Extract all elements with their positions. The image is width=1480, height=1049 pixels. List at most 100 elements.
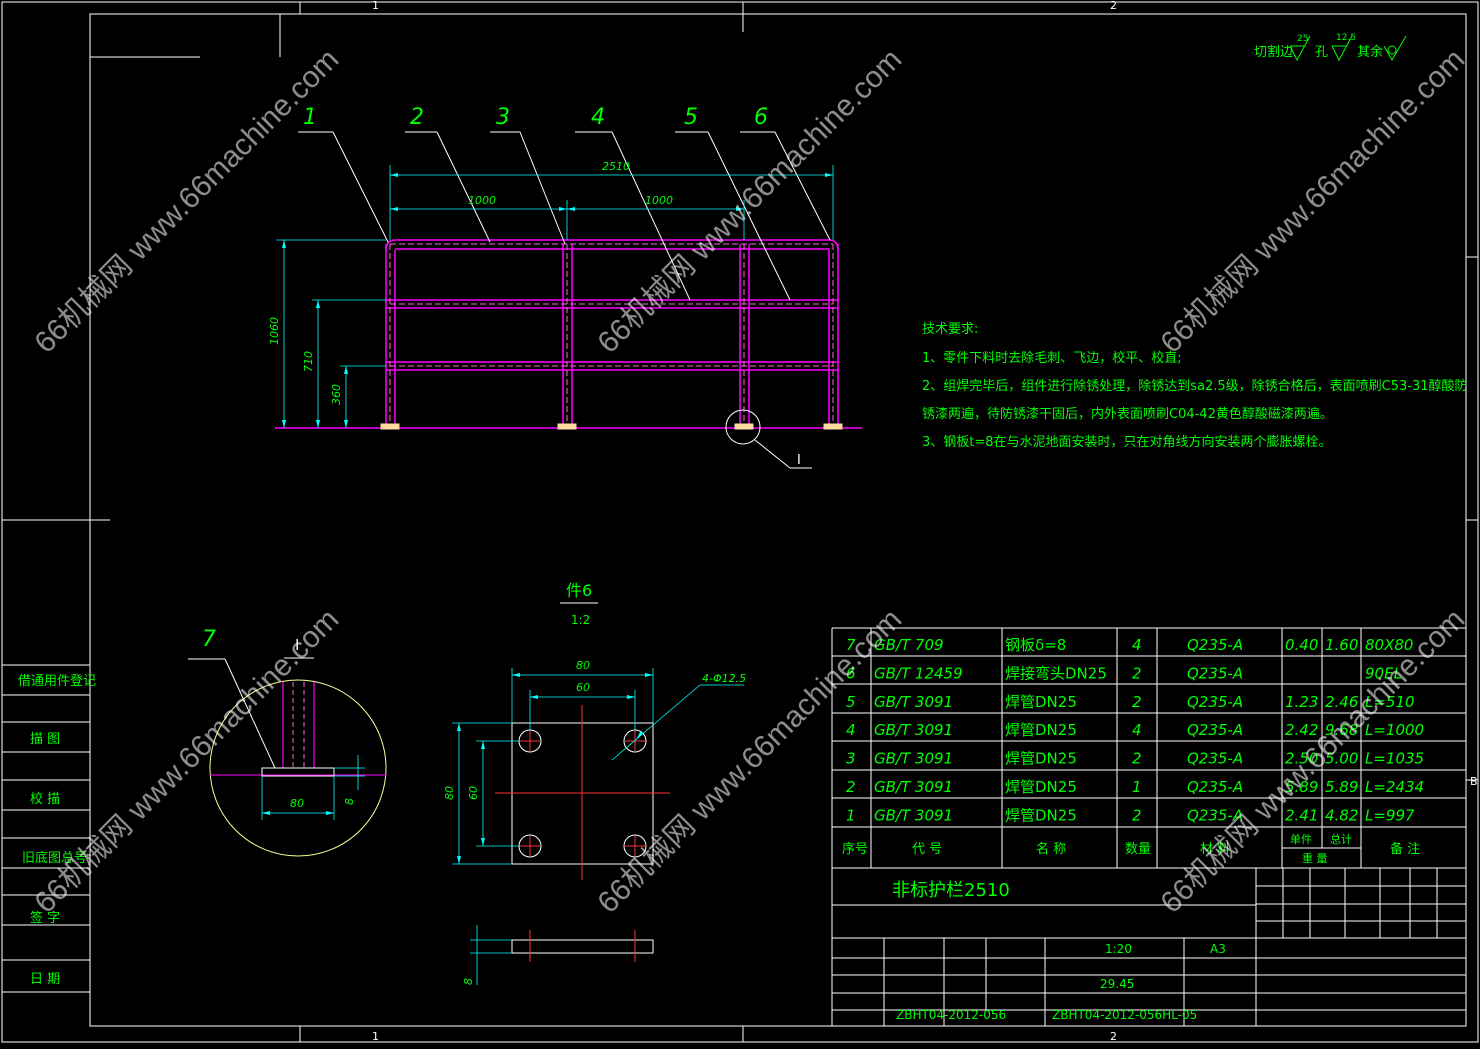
bom-cell-note: L=1035 [1365, 750, 1424, 768]
bom-cell-qty: 2 [1132, 750, 1142, 768]
main-dim-arrows [282, 173, 833, 428]
bom-cell-code: GB/T 3091 [874, 721, 953, 739]
bom-cell-total: 2.46 [1325, 693, 1358, 711]
zone-top-2: 2 [1110, 0, 1117, 12]
bom-header: 序号 代 号 名 称 数量 材 料 单件 总计 重 量 备 注 [842, 832, 1420, 865]
main-dim-texts: 2510 1000 1000 1060 710 360 [268, 160, 673, 405]
left-sidebar [2, 664, 90, 993]
sidebar-label-3: 校 描 [30, 791, 60, 807]
bom-header-weight: 重 量 [1302, 851, 1328, 865]
railing-elevation: I [275, 239, 862, 469]
bom-grid [831, 627, 1466, 1026]
bom-cell-name: 钢板δ=8 [1005, 636, 1066, 654]
sidebar-label-5: 签 字 [30, 910, 60, 926]
bom-header-qty: 数量 [1125, 842, 1151, 857]
tech-req-item-3: 锈漆两遍，待防锈漆干固后，内外表面喷刷C04-42黄色醇酸磁漆两遍。 [922, 406, 1333, 422]
tech-req-item-1: 1、零件下料时去除毛刺、飞边，校平、校直; [922, 350, 1182, 366]
bom-cell-total: 5.89 [1325, 778, 1358, 796]
roughness-hole-label: 孔 [1315, 45, 1328, 60]
dim-h2: 710 [302, 351, 315, 372]
bom-cell-name: 焊管DN25 [1005, 750, 1077, 768]
bom-cell-material: Q235-A [1187, 750, 1243, 768]
bom-cell-note: L=2434 [1365, 778, 1424, 796]
bom-cell-name: 焊管DN25 [1005, 806, 1077, 824]
bom-cell-qty: 2 [1132, 806, 1142, 824]
tech-req-item-4: 3、钢板t=8在与水泥地面安装时，只在对角线方向安装两个膨胀螺栓。 [922, 434, 1332, 450]
bom-cell-no: 5 [846, 693, 856, 711]
title-block-part-no: ZBHT04-2012-056HL-05 [1052, 1008, 1197, 1022]
bom-cell-unit: 0.40 [1285, 636, 1318, 654]
bom-cell-qty: 4 [1132, 721, 1142, 739]
part6-scale: 1:2 [571, 613, 590, 627]
bom-cell-unit: 1.23 [1285, 693, 1318, 711]
part6-hole-note: 4-Φ12.5 [702, 672, 746, 685]
sidebar-label-2: 描 图 [30, 732, 60, 747]
bom-cell-no: 3 [846, 750, 856, 768]
part6-dim-v-inner: 60 [467, 786, 480, 800]
bom-cell-total: 9.68 [1325, 721, 1358, 739]
bom-cell-code: GB/T 3091 [874, 750, 953, 768]
part6-dim-inner: 60 [576, 681, 590, 694]
bom-cell-material: Q235-A [1187, 664, 1243, 682]
title-block-name: 非标护栏2510 [892, 880, 1010, 901]
detail-title: I [295, 636, 299, 654]
roughness-cut-label: 切割边 [1254, 44, 1293, 60]
bom-cell-no: 4 [846, 721, 856, 739]
sidebar-label-1: 借通用件登记 [18, 674, 96, 689]
bom-cell-total: 1.60 [1325, 636, 1358, 654]
bom-cell-note: L=510 [1365, 693, 1415, 711]
title-block-text: 非标护栏2510 1:20 A3 29.45 ZBHT04-2012-056 Z… [892, 880, 1226, 1022]
bom-cell-unit: 5.89 [1285, 778, 1318, 796]
bom-cell-qty: 1 [1132, 778, 1142, 796]
bom-cell-code: GB/T 12459 [874, 664, 963, 682]
roughness-symbols: 切割边 25 孔 12.5 其余 [1254, 33, 1407, 62]
bom-cell-name: 焊管DN25 [1005, 721, 1077, 739]
bom-header-unit: 单件 [1290, 833, 1312, 846]
zone-top-1: 1 [372, 0, 379, 12]
callout-labels: 1 2 3 4 5 6 [303, 105, 768, 130]
bom-cell-unit: 2.41 [1285, 806, 1318, 824]
bom-cell-material: Q235-A [1187, 778, 1243, 796]
bom-cell-no: 6 [846, 664, 856, 682]
detail-part-no: 7 [202, 627, 216, 652]
bom-header-note: 备 注 [1390, 841, 1420, 857]
part6-dim-outer: 80 [576, 659, 590, 672]
bom-cell-no: 7 [846, 636, 856, 654]
detail-I: 7 I 80 8 [188, 627, 387, 857]
detail-dim-width: 80 [290, 797, 304, 810]
part6-title: 件6 [566, 581, 592, 600]
callout-2: 2 [410, 105, 424, 130]
bom-cell-total: 5.00 [1325, 750, 1358, 768]
bom-cell-material: Q235-A [1187, 636, 1243, 654]
title-block-grid [832, 868, 1466, 1026]
bom-header-no: 序号 [842, 842, 868, 857]
bom-cell-name: 焊管DN25 [1005, 778, 1077, 796]
title-block-drawing-no: ZBHT04-2012-056 [896, 1008, 1006, 1022]
callout-4: 4 [591, 105, 605, 130]
bom-cell-code: GB/T 3091 [874, 806, 953, 824]
part6-dim-thick: 8 [462, 978, 475, 985]
title-block-scale: 1:20 [1105, 942, 1132, 956]
title-block-weight: 29.45 [1100, 977, 1134, 991]
bom-header-name: 名 称 [1036, 841, 1066, 857]
bom-cell-note: L=997 [1365, 806, 1415, 824]
bom-cell-code: GB/T 3091 [874, 693, 953, 711]
bom-cell-note: 80X80 [1365, 636, 1413, 654]
dim-h3: 360 [330, 384, 343, 405]
detail-dim-thick: 8 [343, 798, 356, 805]
part6-dim-v-outer: 80 [443, 786, 456, 800]
roughness-other-label: 其余 [1357, 44, 1383, 60]
sidebar-label-6: 日 期 [30, 972, 60, 987]
bom-cell-qty: 4 [1132, 636, 1142, 654]
tech-requirements: 技术要求: 1、零件下料时去除毛刺、飞边，校平、校直; 2、组焊完毕后，组件进行… [922, 322, 1468, 450]
zone-bottom-1: 1 [372, 1030, 379, 1043]
callout-5: 5 [684, 105, 698, 130]
bom-cell-code: GB/T 709 [874, 636, 944, 654]
bom-cell-name: 焊接弯头DN25 [1005, 664, 1107, 682]
bom-cell-name: 焊管DN25 [1005, 693, 1077, 711]
bom-cell-total: 4.82 [1325, 806, 1358, 824]
sidebar-labels: 借通用件登记 描 图 校 描 旧底图总号 签 字 日 期 [18, 674, 96, 987]
bom-cell-no: 1 [846, 806, 856, 824]
